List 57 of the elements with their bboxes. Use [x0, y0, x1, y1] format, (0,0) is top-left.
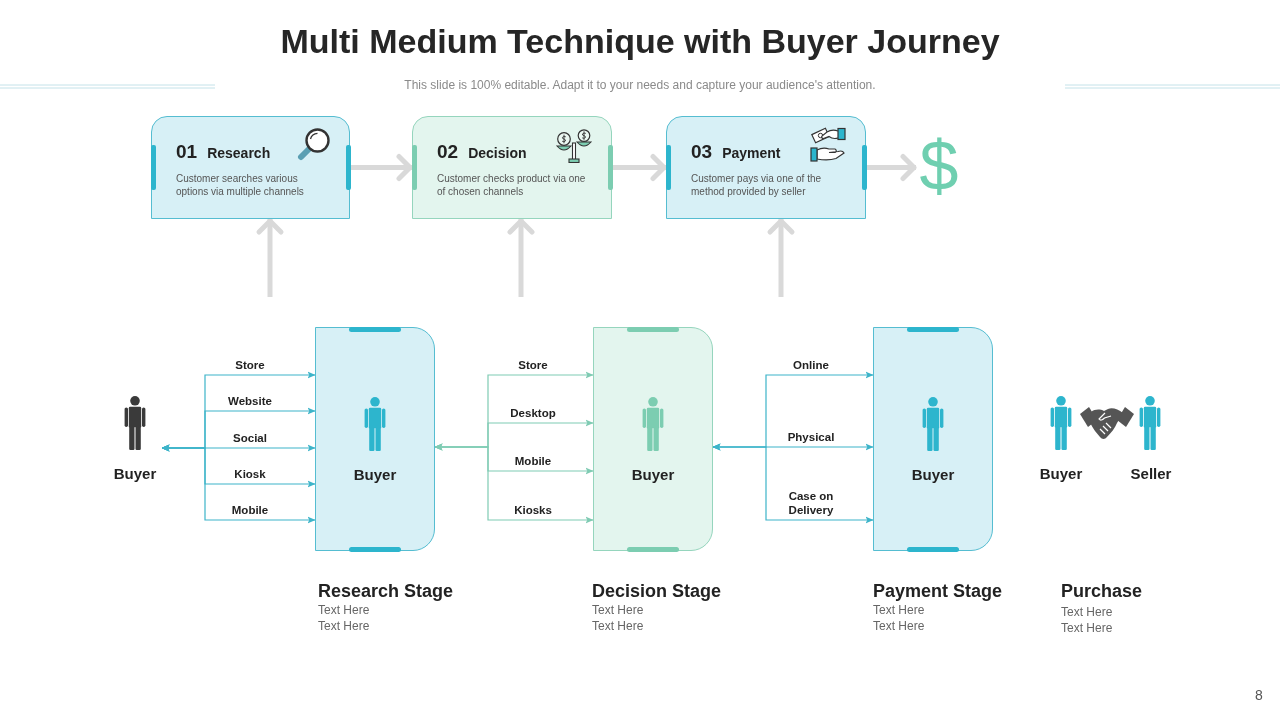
person-label: Buyer	[631, 466, 675, 484]
arrow	[612, 154, 667, 181]
arrow	[712, 443, 874, 524]
arrow	[507, 218, 535, 297]
stage-title: Decision Stage	[592, 580, 722, 602]
step-card	[151, 116, 350, 219]
step-card	[666, 116, 866, 219]
channel-label: Desktop	[508, 406, 558, 420]
channel-label: Social	[231, 431, 269, 445]
arrow	[767, 218, 795, 297]
arrow	[434, 443, 594, 524]
subtitle-text: This slide is 100% editable. Adapt it to your needs and capture your audience's attention.	[404, 78, 876, 92]
person-label: Buyer	[353, 466, 397, 484]
step-description: Customer pays via one of the method provided by seller	[691, 172, 823, 198]
channel-label: Store	[233, 358, 267, 372]
channel-label: Physical	[785, 430, 837, 444]
step-title: Decision	[468, 145, 527, 161]
person-label: Seller	[1130, 465, 1172, 483]
channel-label: Mobile	[229, 503, 271, 517]
slide-title: Multi Medium Technique with Buyer Journey	[280, 21, 1000, 62]
person-label: Buyer	[1039, 465, 1083, 483]
stage-panel	[593, 327, 713, 551]
placeholder-text: Text Here	[873, 602, 925, 618]
person-label: Buyer	[113, 465, 157, 483]
person-label: Buyer	[911, 466, 955, 484]
channel-label: Online	[791, 358, 831, 372]
placeholder-text: Text Here	[318, 602, 370, 618]
dollar-sign: $	[916, 128, 962, 204]
placeholder-text: Text Here	[592, 618, 644, 634]
step-number: 02	[437, 141, 459, 163]
channel-label: Kiosks	[512, 503, 554, 517]
placeholder-text: Text Here	[873, 618, 925, 634]
stage-title: Payment Stage	[873, 580, 1003, 602]
arrow	[350, 154, 413, 181]
stage-title: Research Stage	[318, 580, 454, 602]
arrow	[161, 444, 316, 524]
stage-title: Purchase	[1061, 580, 1143, 602]
step-title: Payment	[722, 145, 781, 161]
channel-label: Kiosk	[232, 467, 268, 481]
stage-panel	[315, 327, 435, 551]
step-description: Customer searches various options via multiple channels	[176, 172, 305, 198]
step-number: 03	[691, 141, 713, 163]
arrow	[256, 218, 284, 297]
placeholder-text: Text Here	[1061, 620, 1113, 636]
page-number: 8	[1255, 687, 1263, 703]
step-description: Customer checks product via one of chosen channels	[437, 172, 587, 198]
placeholder-text: Text Here	[1061, 604, 1113, 620]
step-card	[412, 116, 612, 219]
step-title: Research	[207, 145, 271, 161]
placeholder-text: Text Here	[318, 618, 370, 634]
channel-label: Store	[516, 358, 550, 372]
stage-panel	[873, 327, 993, 551]
step-number: 01	[176, 141, 198, 163]
channel-label: Website	[226, 394, 274, 408]
arrow	[866, 154, 917, 181]
placeholder-text: Text Here	[592, 602, 644, 618]
channel-label: Mobile	[512, 454, 554, 468]
